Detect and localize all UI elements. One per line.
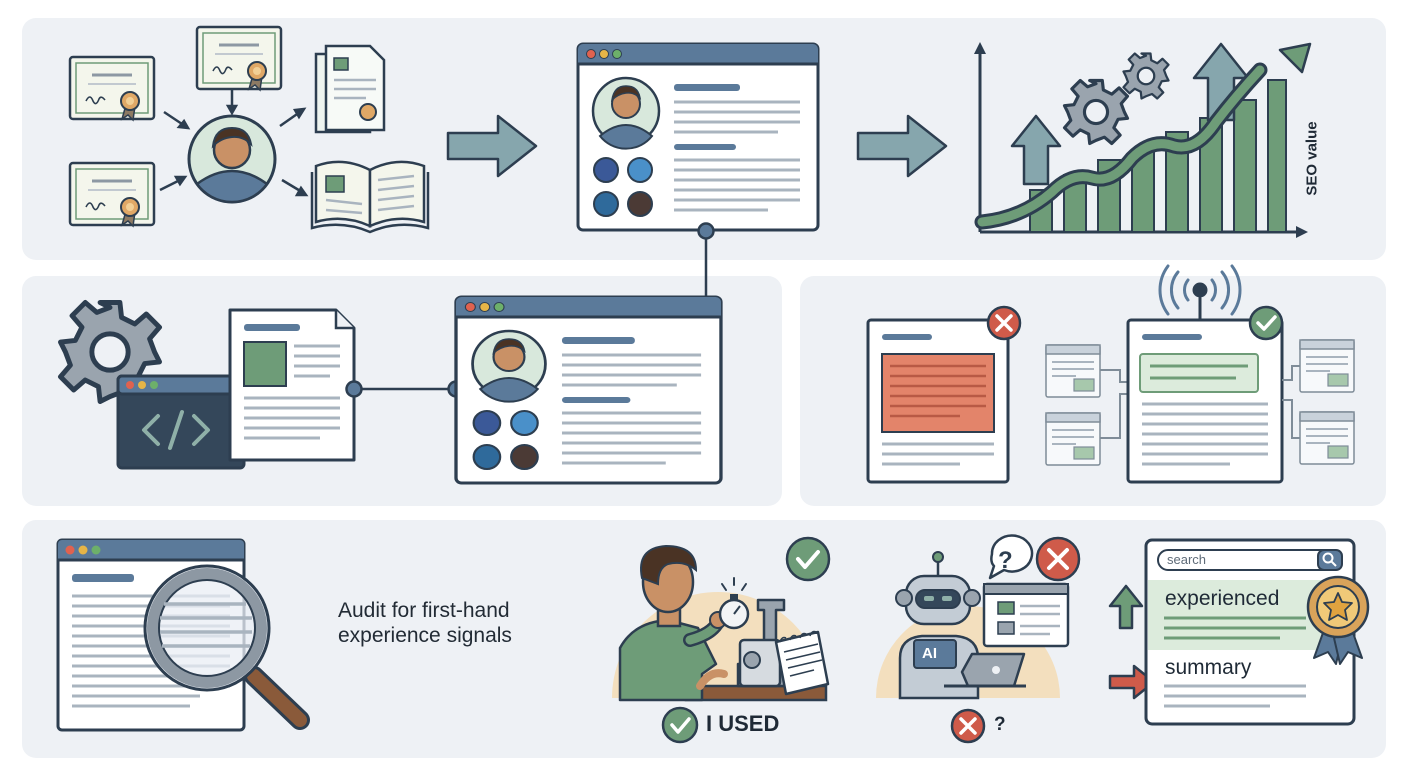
svg-text:?: ? xyxy=(998,547,1013,574)
award-badge-icon xyxy=(1306,575,1370,665)
mini-card-left-1 xyxy=(1045,344,1101,398)
certificate-icon-top xyxy=(195,25,283,92)
check-icon xyxy=(1248,305,1284,341)
code-window-icon xyxy=(116,374,246,470)
human-experience-scene xyxy=(612,544,830,702)
flow-arrows-small xyxy=(159,89,309,197)
stopwatch-icon xyxy=(718,577,750,630)
author-avatar-icon xyxy=(187,114,277,204)
rejected-page xyxy=(866,318,1010,484)
cross-icon xyxy=(986,305,1022,341)
check-icon-label xyxy=(661,706,699,744)
certificate-icon-bottom xyxy=(68,161,156,228)
up-arrow-icon xyxy=(1108,584,1144,630)
mini-card-left-2 xyxy=(1045,412,1101,466)
broadcast-icon xyxy=(1158,264,1242,322)
document-icon-schema xyxy=(228,308,356,462)
magnifier-icon xyxy=(143,564,310,730)
document-icon xyxy=(314,44,386,134)
connector-vertical xyxy=(697,222,715,298)
robot-icon xyxy=(876,551,1060,700)
check-icon-top xyxy=(785,536,831,582)
mini-card-right-2 xyxy=(1299,411,1355,465)
cross-icon-label xyxy=(950,708,986,744)
author-profile-page-icon xyxy=(576,42,820,232)
approved-page xyxy=(1126,318,1284,484)
right-arrow-icon xyxy=(1108,664,1156,700)
mini-card-right-1 xyxy=(1299,339,1355,393)
certificate-icon xyxy=(68,55,156,122)
big-arrow-2 xyxy=(856,114,948,178)
ai-output-window xyxy=(982,582,1070,648)
open-book-icon xyxy=(310,160,430,234)
growth-chart-icon xyxy=(974,42,1312,238)
cross-icon-top xyxy=(1035,536,1081,582)
link-lines-right xyxy=(1282,365,1302,439)
big-arrow-1 xyxy=(446,114,538,178)
author-profile-page-icon-middle xyxy=(454,295,723,485)
question-bubble-icon: ? xyxy=(988,534,1034,580)
